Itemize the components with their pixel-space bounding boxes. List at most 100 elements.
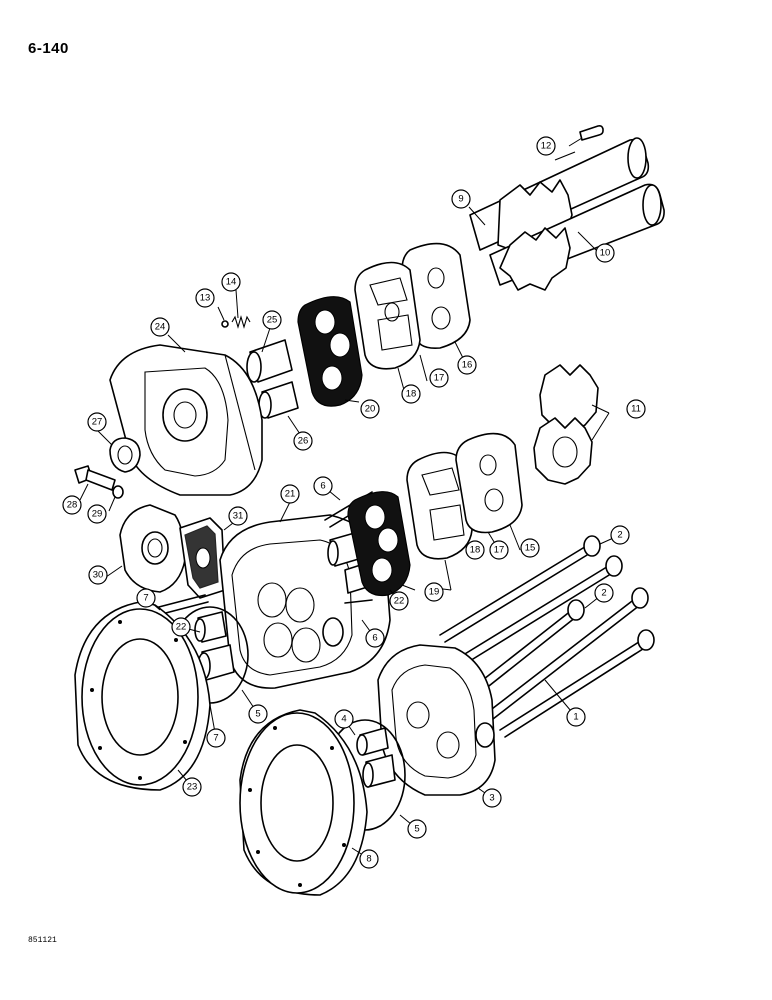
svg-text:11: 11 — [631, 404, 641, 415]
callout-14: 14 — [221, 272, 241, 292]
end-cover — [109, 344, 263, 496]
callout-22a: 22 — [389, 591, 409, 611]
svg-text:15: 15 — [525, 543, 536, 554]
callout-17b: 17 — [489, 540, 509, 560]
ring-housing-upper — [74, 601, 211, 791]
callout-28: 28 — [62, 495, 82, 515]
dowel-pin-lower — [344, 599, 373, 604]
callout-12: 12 — [536, 136, 556, 156]
svg-text:4: 4 — [341, 714, 346, 725]
callout-23: 23 — [182, 777, 202, 797]
svg-text:26: 26 — [298, 436, 309, 447]
callout-21: 21 — [280, 484, 300, 504]
key — [579, 125, 604, 141]
svg-text:22: 22 — [394, 596, 405, 607]
svg-text:27: 27 — [92, 417, 103, 428]
wear-plate-lower — [455, 432, 523, 534]
page-number: 6-140 — [28, 40, 69, 57]
callout-2b: 2 — [594, 583, 614, 603]
callout-6a: 6 — [313, 476, 333, 496]
svg-text:19: 19 — [429, 587, 440, 598]
callout-18a: 18 — [401, 384, 421, 404]
callout-13: 13 — [195, 288, 215, 308]
flange-gasket — [179, 517, 226, 599]
bushing-22-left — [194, 611, 235, 681]
callout-1: 1 — [566, 707, 586, 727]
callout-11: 11 — [626, 399, 646, 419]
svg-text:28: 28 — [67, 500, 78, 511]
svg-text:20: 20 — [365, 404, 376, 415]
inlet-flange — [119, 504, 186, 593]
callout-16: 16 — [457, 355, 477, 375]
callout-29: 29 — [87, 504, 107, 524]
svg-text:6: 6 — [320, 481, 325, 492]
callout-19: 19 — [424, 582, 444, 602]
drawing-code: 851121 — [28, 936, 57, 945]
svg-text:3: 3 — [489, 793, 494, 804]
svg-text:23: 23 — [187, 782, 198, 793]
svg-text:17: 17 — [494, 545, 505, 556]
callout-9: 9 — [451, 189, 471, 209]
svg-text:21: 21 — [285, 489, 296, 500]
svg-text:31: 31 — [233, 511, 244, 522]
callout-3: 3 — [482, 788, 502, 808]
callout-25: 25 — [262, 310, 282, 330]
callout-4: 4 — [334, 709, 354, 729]
svg-text:7: 7 — [213, 733, 218, 744]
svg-text:12: 12 — [541, 141, 552, 152]
gasket-upper — [297, 296, 363, 407]
svg-text:13: 13 — [200, 293, 211, 304]
callout-7b: 7 — [206, 728, 226, 748]
callout-7a: 7 — [136, 588, 156, 608]
svg-text:9: 9 — [458, 194, 463, 205]
svg-text:10: 10 — [600, 248, 611, 259]
bushing-25 — [246, 339, 293, 383]
callout-24: 24 — [150, 317, 170, 337]
callout-5b: 5 — [407, 819, 427, 839]
gear-pair — [533, 364, 599, 485]
callout-31: 31 — [228, 506, 248, 526]
bolt-and-washer — [74, 465, 124, 499]
callout-10: 10 — [595, 243, 615, 263]
front-cover — [377, 644, 496, 796]
callout-18b: 18 — [465, 540, 485, 560]
svg-text:14: 14 — [226, 277, 237, 288]
callout-22b: 22 — [171, 617, 191, 637]
callout-6b: 6 — [365, 628, 385, 648]
svg-text:16: 16 — [462, 360, 473, 371]
svg-text:7: 7 — [143, 593, 148, 604]
ring-housing-lower — [239, 709, 368, 896]
bushing-26 — [258, 381, 299, 419]
callout-30: 30 — [88, 565, 108, 585]
svg-text:5: 5 — [414, 824, 419, 835]
svg-text:24: 24 — [155, 322, 166, 333]
callout-17a: 17 — [429, 368, 449, 388]
thrust-plate-lower — [406, 451, 473, 560]
svg-text:29: 29 — [92, 509, 103, 520]
callout-15: 15 — [520, 538, 540, 558]
svg-text:22: 22 — [176, 622, 187, 633]
plug — [109, 437, 141, 473]
svg-text:2: 2 — [617, 530, 622, 541]
callout-8: 8 — [359, 849, 379, 869]
svg-text:6: 6 — [372, 633, 377, 644]
svg-text:2: 2 — [601, 588, 606, 599]
svg-text:5: 5 — [255, 709, 260, 720]
svg-text:17: 17 — [434, 373, 445, 384]
svg-text:18: 18 — [406, 389, 417, 400]
gear-shaft-lower — [489, 183, 665, 291]
svg-text:1: 1 — [573, 712, 578, 723]
svg-text:8: 8 — [366, 854, 371, 865]
bushing-4 — [356, 727, 396, 788]
callout-2a: 2 — [610, 525, 630, 545]
svg-text:30: 30 — [93, 570, 104, 581]
svg-text:25: 25 — [267, 315, 278, 326]
through-bolts — [439, 535, 655, 738]
thrust-plate-upper — [354, 261, 421, 370]
gasket-lower — [347, 491, 411, 597]
svg-text:18: 18 — [470, 545, 481, 556]
wear-plate-upper — [401, 242, 471, 350]
ball-and-spring — [221, 315, 251, 329]
callout-26: 26 — [293, 431, 313, 451]
